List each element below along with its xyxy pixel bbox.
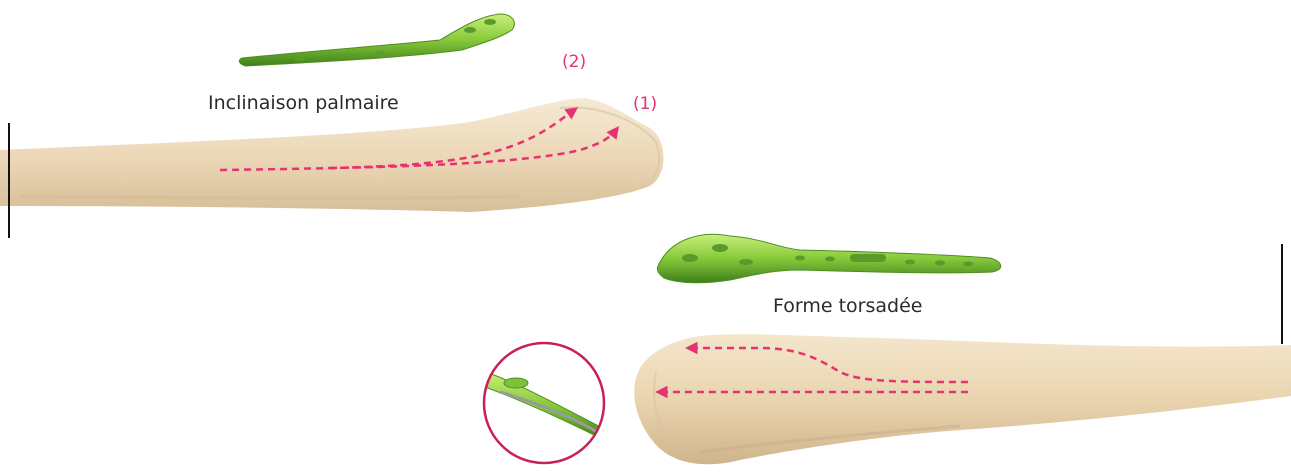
top-plate-illustration xyxy=(239,14,514,66)
top-bone-illustration xyxy=(0,98,664,212)
left-divider-line xyxy=(8,123,10,238)
detail-magnifier-circle xyxy=(482,343,610,463)
marker-2: (2) xyxy=(562,52,586,72)
marker-1: (1) xyxy=(633,94,657,114)
bottom-plate-illustration xyxy=(657,234,1000,283)
top-figure-label: Inclinaison palmaire xyxy=(208,92,399,114)
bottom-bone-illustration xyxy=(634,334,1291,464)
bottom-figure-label: Forme torsadée xyxy=(773,295,922,317)
right-divider-line xyxy=(1281,244,1283,344)
